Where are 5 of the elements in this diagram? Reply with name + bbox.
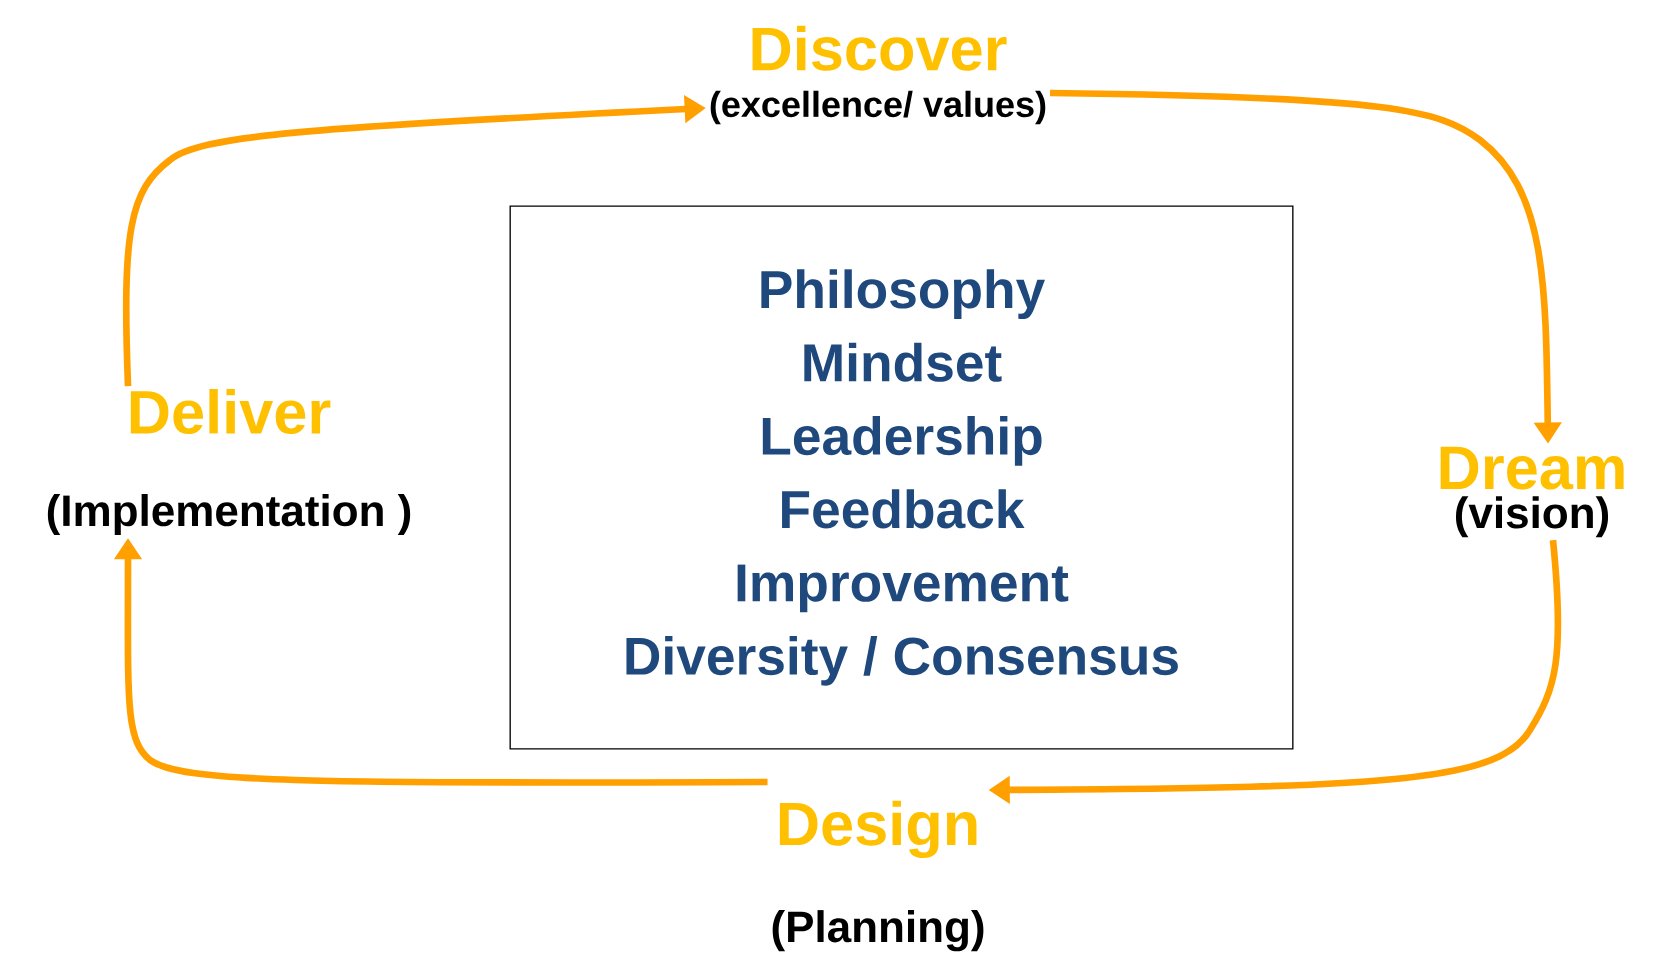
stage-label: Discover (excellence/ values) [710,25,1046,125]
center-box: Philosophy Mindset Leadership Feedback Improvement Diversity / Consensus [509,205,1294,750]
stage-label: Design (Planning) [772,800,984,952]
stage-label: Dream (vision) [1440,446,1624,538]
stage-label: Deliver (Implementation ) [47,389,411,536]
